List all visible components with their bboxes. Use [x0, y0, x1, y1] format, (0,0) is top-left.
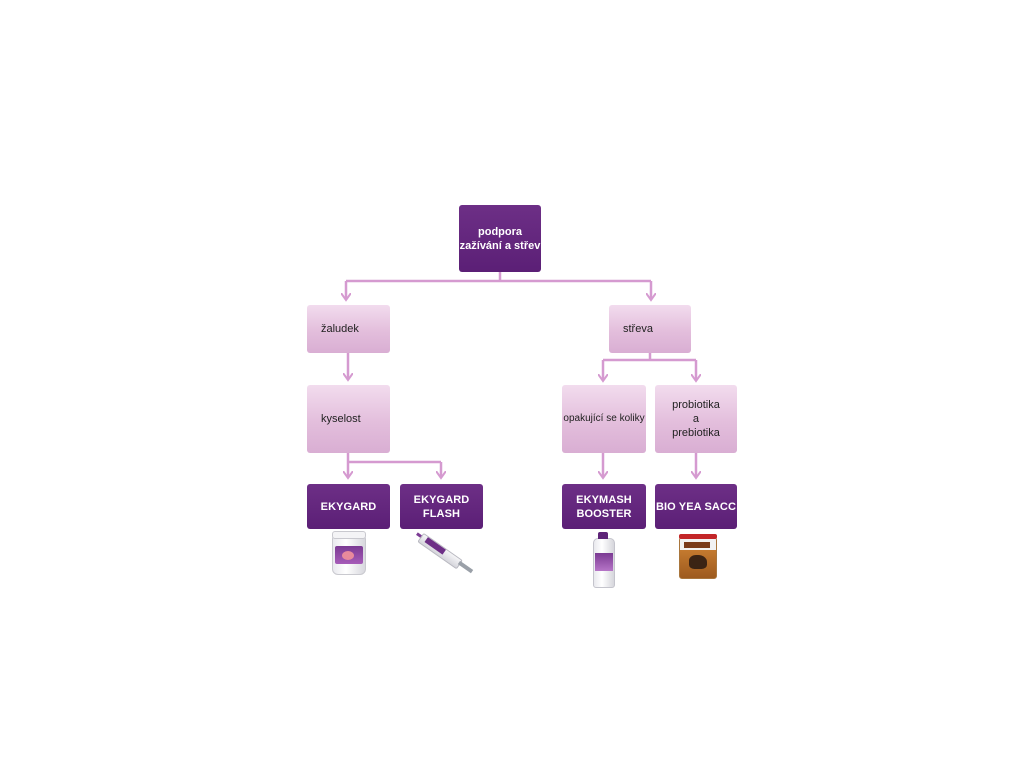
root-node-line2: zažívání a střev	[459, 239, 541, 252]
product-ekygard-flash-line1: EKYGARD	[413, 493, 470, 506]
node-kyselost-label: kyselost	[321, 413, 361, 425]
node-streva: střeva	[609, 305, 691, 353]
node-kyselost: kyselost	[307, 385, 390, 453]
product-ekygard-flash-line2: FLASH	[422, 507, 461, 520]
node-probiotika-line2: a	[692, 413, 700, 425]
node-zaludek: žaludek	[307, 305, 390, 353]
ekygard-tub-image	[332, 531, 366, 575]
product-ekygard-flash: EKYGARD FLASH	[400, 484, 483, 529]
node-probiotika-line1: probiotika	[672, 399, 720, 411]
product-ekymash-booster-line2: BOOSTER	[576, 507, 632, 520]
product-ekygard-line1: EKYGARD	[320, 500, 377, 513]
product-ekygard: EKYGARD	[307, 484, 390, 529]
product-ekymash-booster-line1: EKYMASH	[576, 493, 632, 506]
ekymash-booster-bottle-image	[593, 532, 615, 588]
node-streva-label: střeva	[623, 323, 653, 335]
product-ekymash-booster: EKYMASH BOOSTER	[562, 484, 646, 529]
product-bio-yea-sacc-line1: BIO YEA SACC	[655, 500, 737, 513]
root-node: podpora zažívání a střev	[459, 205, 541, 272]
root-node-line1: podpora	[478, 225, 522, 238]
node-zaludek-label: žaludek	[321, 323, 359, 335]
product-bio-yea-sacc: BIO YEA SACC	[655, 484, 737, 529]
node-probiotika: probiotika a prebiotika	[655, 385, 737, 453]
node-opakujici-koliky-label: opakující se koliky	[563, 413, 645, 424]
node-opakujici-koliky: opakující se koliky	[562, 385, 646, 453]
node-probiotika-line3: prebiotika	[672, 427, 720, 439]
bio-yea-sacc-bucket-image	[679, 534, 717, 579]
